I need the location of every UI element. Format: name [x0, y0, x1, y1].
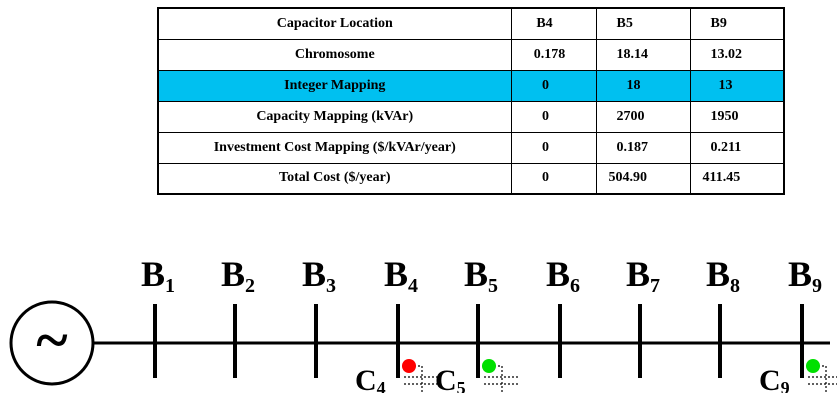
row-label: Total Cost ($/year): [157, 162, 512, 195]
bus-5: B5: [464, 254, 498, 378]
cell-b5: 0.187: [595, 131, 691, 164]
bus-4: B4: [384, 254, 418, 378]
header-b4: B4: [510, 7, 597, 40]
cell-b9: 13.02: [689, 38, 785, 71]
table-row-investment-cost: Investment Cost Mapping ($/kVAr/year) 0 …: [157, 131, 785, 164]
bus-label: B6: [546, 254, 580, 297]
capacitor-label: C5: [435, 364, 466, 393]
bus-label: B4: [384, 254, 418, 297]
bus-label: B5: [464, 254, 498, 297]
bus-label: B9: [788, 254, 822, 297]
cell-b5: 18: [595, 69, 691, 102]
bus-label: B3: [302, 254, 336, 297]
source-generator: ~: [9, 300, 95, 386]
bus-label: B8: [706, 254, 740, 297]
bus-label: B1: [141, 254, 175, 297]
capacitor-status-dot: [482, 359, 496, 373]
table-row-integer-mapping: Integer Mapping 0 18 13: [157, 69, 785, 102]
capacitor-label: C4: [355, 364, 386, 393]
bus-1: B1: [141, 254, 175, 378]
bus-8: B8: [706, 254, 740, 378]
capacitor-c9: C9: [759, 359, 837, 393]
capacitor-table: Capacitor Location B4 B5 B9 Chromosome 0…: [157, 7, 785, 195]
cell-b4: 0: [510, 69, 597, 102]
cell-b9: 1950: [689, 100, 785, 133]
cell-b9: 411.45: [689, 162, 785, 195]
cell-b9: 13: [689, 69, 785, 102]
cell-b9: 0.211: [689, 131, 785, 164]
capacitor-c4: C4: [355, 359, 440, 393]
bus-label: B2: [221, 254, 255, 297]
table-row-capacity-mapping: Capacity Mapping (kVAr) 0 2700 1950: [157, 100, 785, 133]
cell-b5: 504.90: [595, 162, 691, 195]
table-row-total-cost: Total Cost ($/year) 0 504.90 411.45: [157, 162, 785, 195]
bus-3: B3: [302, 254, 336, 378]
capacitor-label: C9: [759, 364, 790, 393]
bus-6: B6: [546, 254, 580, 378]
bus-label: B7: [626, 254, 660, 297]
cell-b4: 0: [510, 162, 597, 195]
capacitor-c5: C5: [435, 359, 520, 393]
bus-7: B7: [626, 254, 660, 378]
source-symbol: ~: [36, 307, 67, 373]
row-label: Investment Cost Mapping ($/kVAr/year): [157, 131, 512, 164]
row-label: Capacity Mapping (kVAr): [157, 100, 512, 133]
row-label: Integer Mapping: [157, 69, 512, 102]
capacitor-status-dot: [806, 359, 820, 373]
bus-9: B9: [788, 254, 822, 378]
capacitor-status-dot: [402, 359, 416, 373]
table-header-row: Capacitor Location B4 B5 B9: [157, 7, 785, 40]
bus-2: B2: [221, 254, 255, 378]
